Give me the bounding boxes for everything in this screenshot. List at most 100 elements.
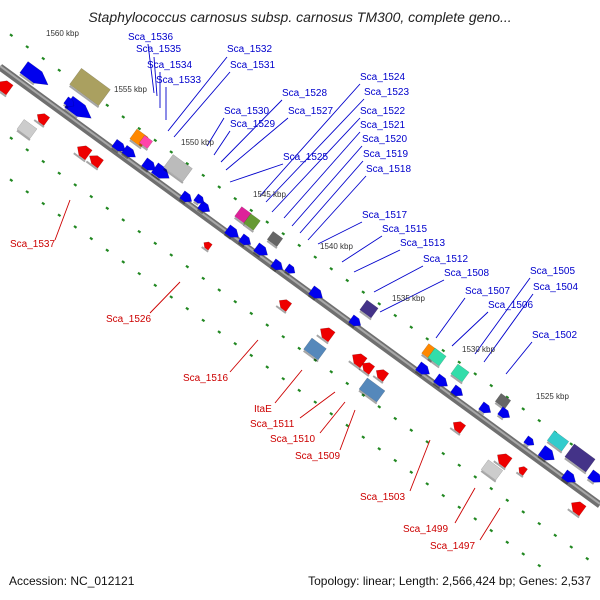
gene-label[interactable]: Sca_1519 (363, 149, 408, 160)
gene-feature[interactable] (303, 337, 327, 361)
gene-label[interactable]: Sca_1506 (488, 300, 533, 311)
gene-label[interactable]: Sca_1499 (403, 524, 448, 535)
gene-feature[interactable] (561, 469, 576, 483)
gene-feature[interactable] (278, 299, 293, 312)
gene-label[interactable]: Sca_1536 (128, 32, 173, 43)
gene-feature[interactable] (224, 224, 239, 238)
gene-feature[interactable] (452, 421, 467, 434)
gene-feature[interactable] (571, 501, 587, 517)
gene-feature[interactable] (284, 263, 296, 274)
gene-feature[interactable] (564, 443, 596, 473)
gene-feature[interactable] (497, 453, 513, 469)
gene-feature[interactable] (518, 466, 528, 476)
gene-feature[interactable] (270, 258, 284, 271)
gene-feature[interactable] (36, 113, 51, 126)
gene-feature[interactable] (359, 299, 379, 319)
gene-feature[interactable] (89, 155, 104, 169)
gene-feature[interactable] (141, 157, 156, 171)
gene-label[interactable]: Sca_1535 (136, 44, 181, 55)
tick-dot (361, 435, 366, 439)
gene-feature[interactable] (494, 393, 512, 409)
gene-feature[interactable] (203, 241, 213, 251)
gene-label[interactable]: Sca_1530 (224, 106, 269, 117)
gene-feature[interactable] (69, 67, 111, 107)
tick-dot (41, 56, 46, 61)
gene-feature[interactable] (427, 347, 447, 367)
gene-label[interactable]: Sca_1532 (227, 44, 272, 55)
gene-label[interactable]: Sca_1528 (282, 88, 327, 99)
gene-feature[interactable] (163, 154, 193, 182)
gene-label[interactable]: Sca_1517 (362, 210, 407, 221)
gene-feature[interactable] (352, 353, 368, 369)
gene-label[interactable]: Sca_1505 (530, 266, 575, 277)
gene-label[interactable]: Sca_1516 (183, 373, 228, 384)
gene-feature[interactable] (16, 119, 38, 139)
gene-feature[interactable] (415, 361, 430, 375)
gene-feature[interactable] (450, 363, 470, 383)
gene-label[interactable]: Sca_1503 (360, 492, 405, 503)
gene-label[interactable]: Sca_1510 (270, 434, 315, 445)
gene-feature-shadow (129, 139, 142, 150)
gene-label[interactable]: Sca_1515 (382, 224, 427, 235)
gene-feature[interactable] (111, 138, 126, 152)
gene-feature[interactable] (243, 213, 261, 231)
gene-label[interactable]: Sca_1531 (230, 60, 275, 71)
gene-label[interactable]: Sca_1502 (532, 330, 577, 341)
gene-label[interactable]: Sca_1520 (362, 134, 407, 145)
gene-feature[interactable] (121, 144, 136, 158)
gene-feature[interactable] (375, 369, 390, 382)
gene-feature[interactable] (523, 435, 535, 446)
gene-features[interactable] (0, 61, 600, 519)
gene-label[interactable]: Sca_1521 (360, 120, 405, 131)
gene-feature[interactable] (480, 459, 504, 481)
gene-feature[interactable] (320, 327, 336, 343)
gene-label[interactable]: Sca_1497 (430, 541, 475, 552)
gene-label[interactable]: Sca_1522 (360, 106, 405, 117)
tick-dot (25, 45, 30, 49)
tick-dot (25, 148, 30, 152)
gene-feature[interactable] (546, 430, 570, 452)
gene-label[interactable]: Sca_1507 (465, 286, 510, 297)
gene-label[interactable]: Sca_1509 (295, 451, 340, 462)
gene-label[interactable]: Sca_1504 (533, 282, 578, 293)
gene-label[interactable]: Sca_1526 (106, 314, 151, 325)
gene-label[interactable]: Sca_1537 (10, 239, 55, 250)
gene-feature[interactable] (63, 96, 75, 107)
gene-feature[interactable] (266, 231, 284, 247)
gene-label[interactable]: Sca_1534 (147, 60, 192, 71)
gene-label[interactable]: Sca_1525 (283, 152, 328, 163)
gene-feature[interactable] (497, 406, 511, 419)
gene-feature[interactable] (308, 285, 323, 299)
gene-label[interactable]: Sca_1511 (250, 419, 295, 430)
gene-feature[interactable] (138, 135, 154, 149)
gene-label[interactable]: Sca_1513 (400, 238, 445, 249)
gene-label[interactable]: Sca_1508 (444, 268, 489, 279)
gene-feature[interactable] (358, 377, 386, 403)
gene-feature[interactable] (197, 200, 211, 213)
gene-feature[interactable] (253, 242, 268, 256)
gene-feature[interactable] (193, 193, 205, 204)
gene-feature[interactable] (348, 314, 362, 327)
gene-feature[interactable] (238, 233, 252, 246)
gene-feature[interactable] (19, 61, 49, 86)
gene-feature[interactable] (361, 362, 376, 375)
gene-label[interactable]: Sca_1524 (360, 72, 405, 83)
gene-feature[interactable] (478, 401, 492, 414)
gene-label[interactable]: ItaE (254, 404, 272, 415)
gene-label[interactable]: Sca_1512 (423, 254, 468, 265)
gene-feature[interactable] (179, 190, 193, 203)
gene-feature[interactable] (537, 445, 555, 461)
gene-feature[interactable] (0, 80, 14, 96)
gene-feature-shadow (85, 160, 99, 171)
gene-label[interactable]: Sca_1518 (366, 164, 411, 175)
gene-feature[interactable] (433, 373, 448, 387)
gene-label[interactable]: Sca_1527 (288, 106, 333, 117)
gene-label[interactable]: Sca_1523 (364, 87, 409, 98)
gene-label[interactable]: Sca_1533 (156, 75, 201, 86)
gene-feature[interactable] (587, 469, 600, 483)
gene-feature[interactable] (77, 145, 93, 161)
gene-label[interactable]: Sca_1529 (230, 119, 275, 130)
gene-feature[interactable] (450, 384, 464, 397)
